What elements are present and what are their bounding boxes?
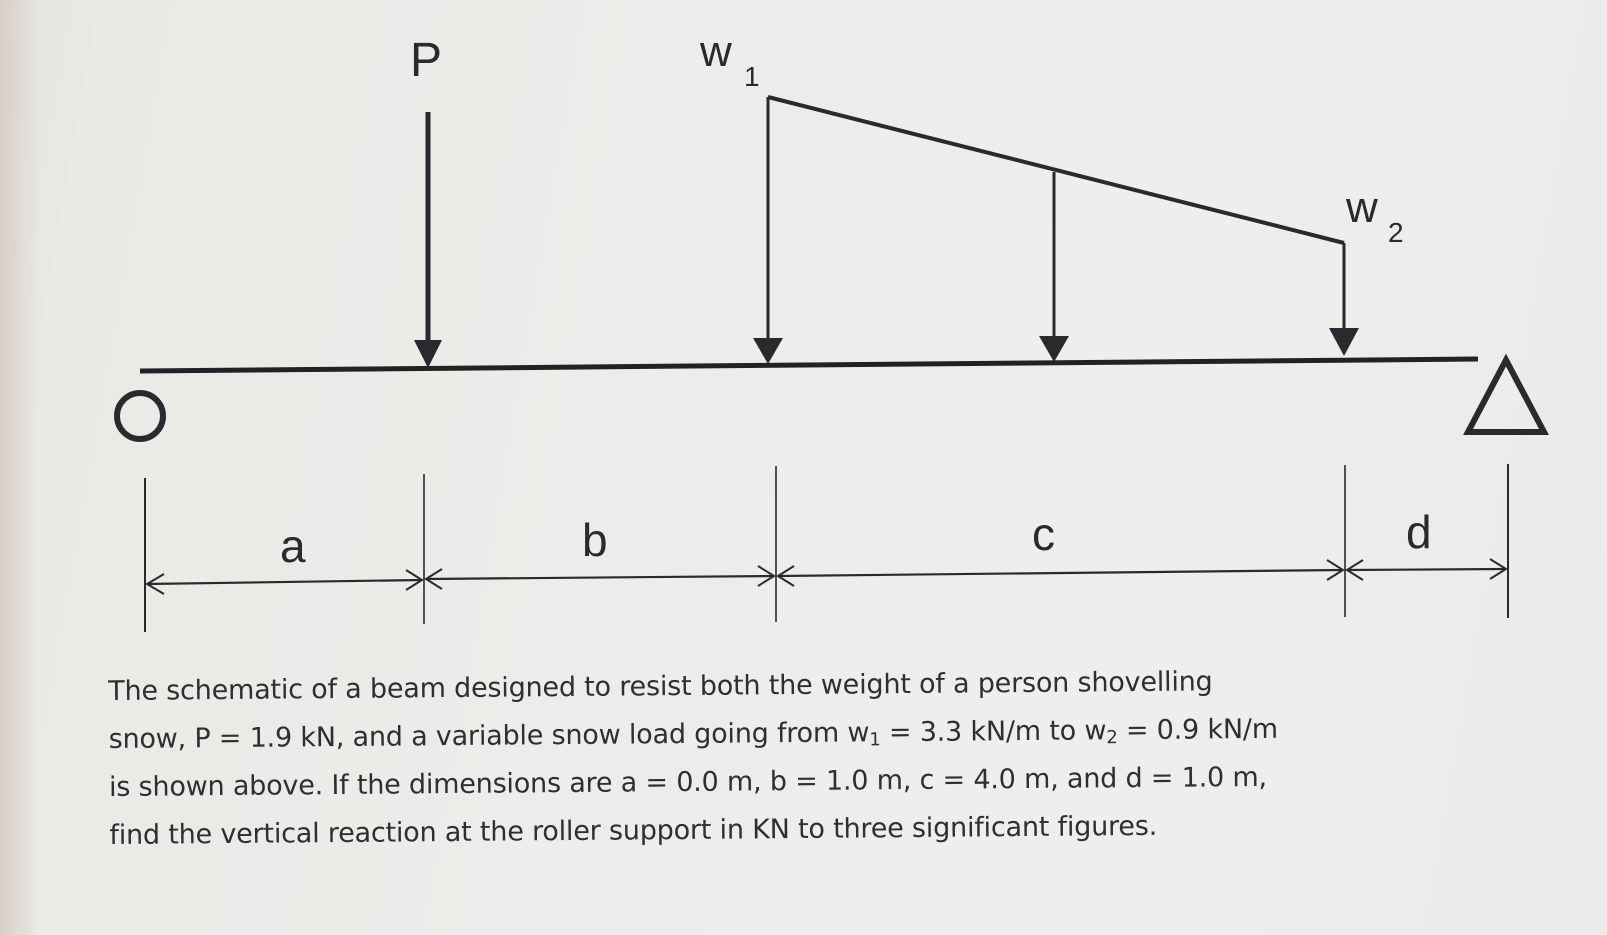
dimension-label-d: d — [1406, 506, 1432, 558]
problem-text-part2: = 3.3 kN/m to w — [880, 715, 1107, 749]
svg-text:2: 2 — [1388, 217, 1404, 248]
problem-statement: The schematic of a beam designed to resi… — [108, 658, 1290, 860]
beam — [139, 356, 1479, 374]
photo-edge-shading — [0, 0, 40, 935]
dimension-label-a: a — [280, 520, 306, 572]
dimension-label-c: c — [1032, 508, 1055, 560]
w2-subscript: 2 — [1106, 727, 1118, 749]
roller-support-icon — [114, 390, 166, 442]
svg-text:w: w — [1345, 183, 1378, 232]
svg-text:1: 1 — [744, 61, 760, 92]
dimension-label-b: b — [582, 514, 608, 566]
svg-text:w: w — [699, 27, 732, 76]
distributed-load — [753, 95, 1359, 364]
pin-support-icon — [1463, 353, 1549, 435]
dimension-lines — [144, 464, 1509, 632]
w1-label: w 1 — [699, 27, 760, 92]
point-load-arrow — [414, 112, 442, 368]
point-load-label: P — [410, 34, 442, 87]
w2-label: w 2 — [1345, 183, 1404, 248]
w1-subscript: 1 — [869, 729, 881, 751]
